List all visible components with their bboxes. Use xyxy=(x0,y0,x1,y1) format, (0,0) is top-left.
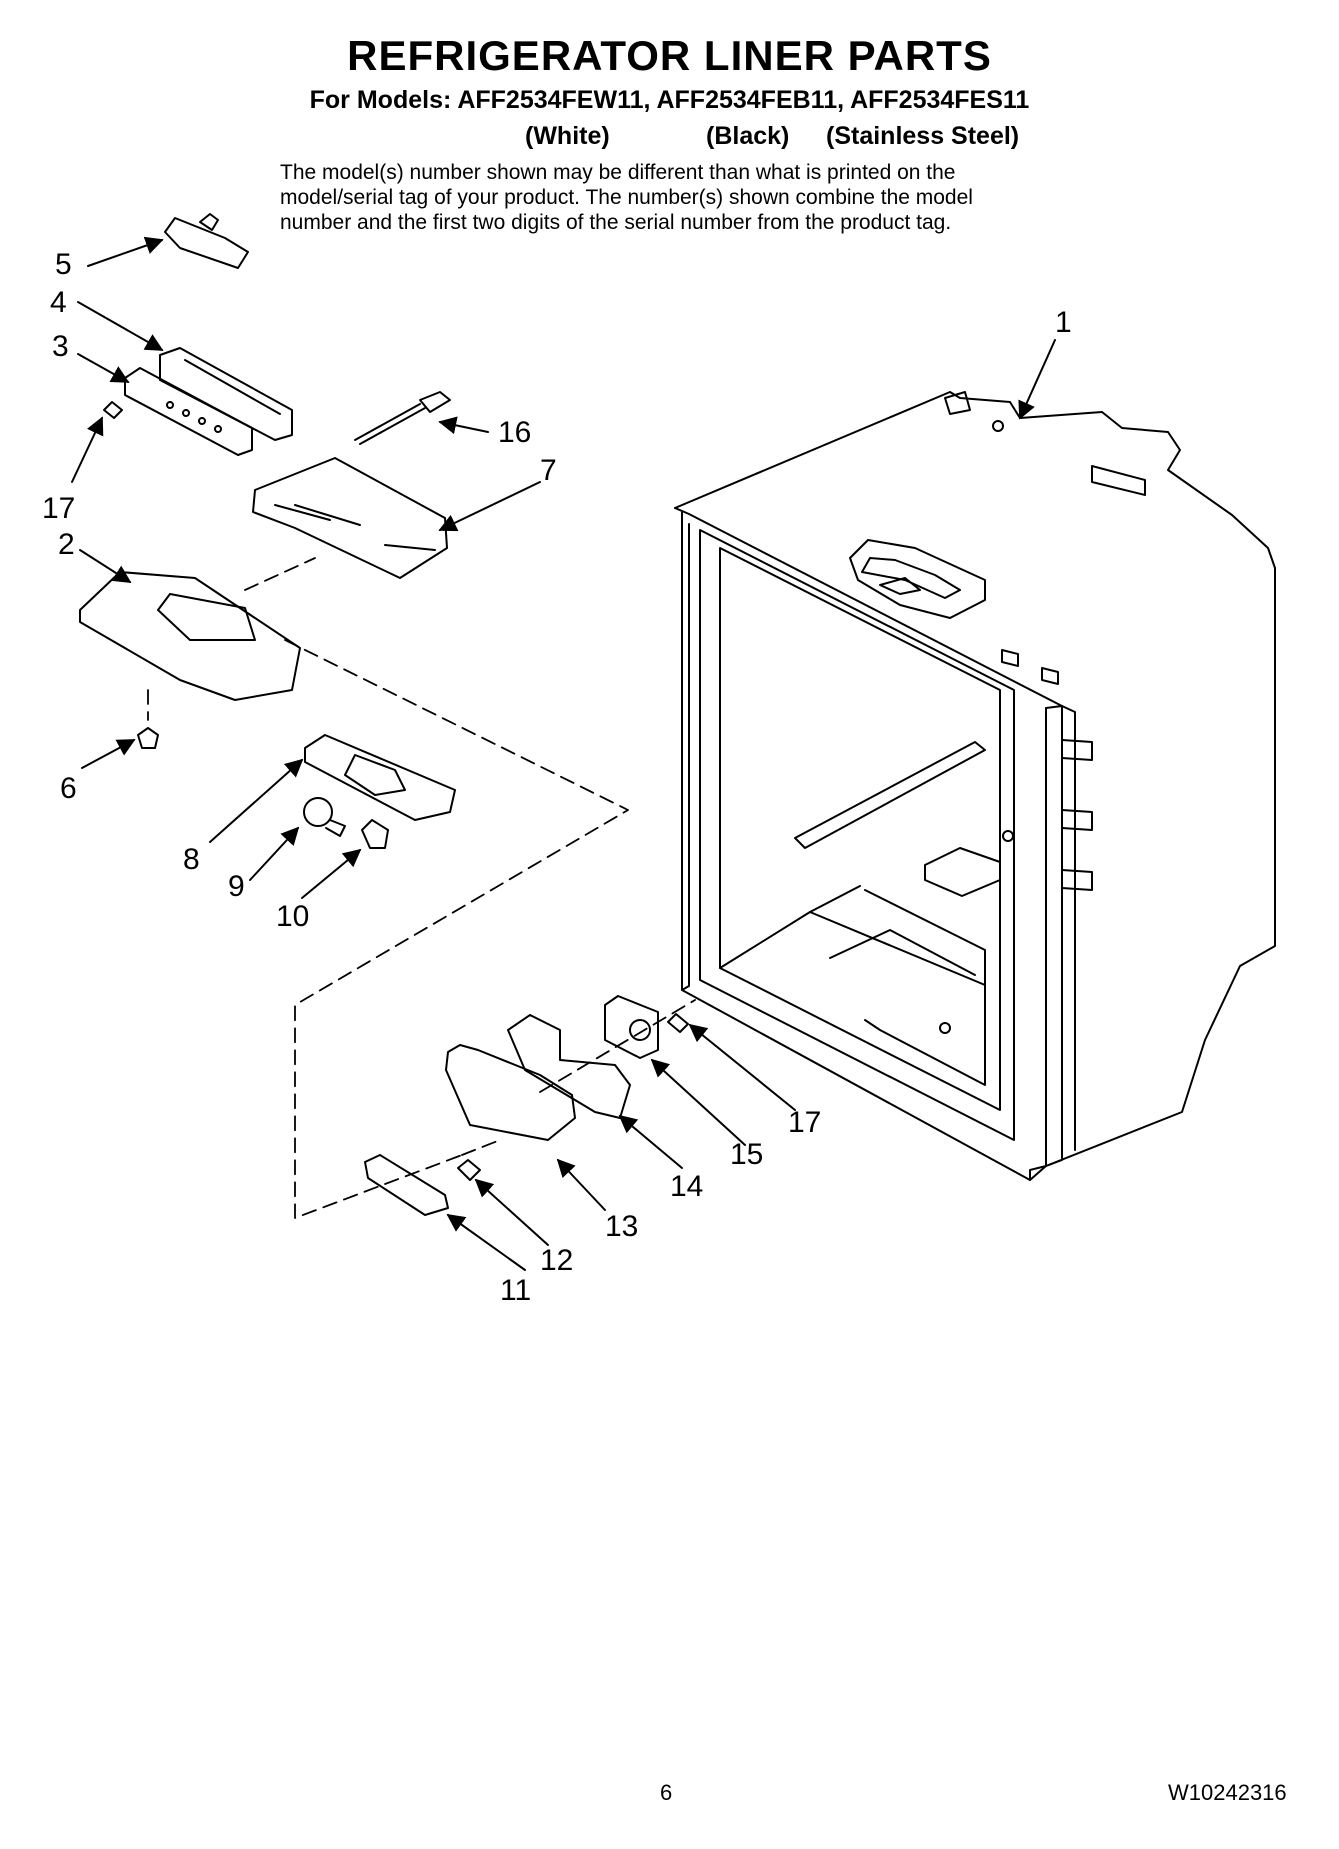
callout-8: 8 xyxy=(183,843,200,876)
part-5-module xyxy=(164,213,249,269)
leader-arrows xyxy=(71,236,1056,1271)
callout-3: 3 xyxy=(52,330,69,363)
note-line: number and the first two digits of the s… xyxy=(280,211,952,234)
variant-stainless: (Stainless Steel) xyxy=(826,122,1020,150)
callout-13: 13 xyxy=(605,1210,639,1243)
part-3-control-board xyxy=(124,367,253,456)
callout-11: 11 xyxy=(500,1274,532,1307)
part-15-motor xyxy=(604,995,659,1059)
part-16-thermistor xyxy=(354,391,451,445)
part-17-screw-bottom xyxy=(667,1013,689,1033)
assembly-dash-lines xyxy=(147,557,696,1219)
part-4-housing xyxy=(159,347,293,441)
part-7-air-tower xyxy=(252,457,448,579)
variant-white: (White) xyxy=(525,122,610,150)
part-12-screw xyxy=(457,1159,481,1181)
part-2-light-housing xyxy=(79,571,301,701)
callout-9: 9 xyxy=(228,870,245,903)
callout-12: 12 xyxy=(540,1244,574,1277)
note-line: The model(s) number shown may be differe… xyxy=(280,161,956,184)
callout-17-bottom: 17 xyxy=(788,1106,822,1139)
callout-6: 6 xyxy=(60,772,77,805)
note-line: model/serial tag of your product. The nu… xyxy=(280,186,973,209)
page-number: 6 xyxy=(660,1780,673,1805)
part-17-screw-top xyxy=(103,401,123,419)
liner-part-1 xyxy=(674,391,1276,1181)
part-6-switch xyxy=(137,727,159,749)
callout-15: 15 xyxy=(730,1138,764,1171)
callout-1: 1 xyxy=(1055,306,1072,339)
callout-16: 16 xyxy=(498,416,532,449)
callout-2: 2 xyxy=(58,528,75,561)
page-title: REFRIGERATOR LINER PARTS xyxy=(347,32,992,79)
callout-14: 14 xyxy=(670,1170,704,1203)
part-11-grille xyxy=(364,1154,449,1216)
callout-7: 7 xyxy=(540,454,557,487)
callout-4: 4 xyxy=(50,286,67,319)
document-number: W10242316 xyxy=(1168,1780,1287,1805)
part-9-bulb xyxy=(303,797,346,837)
part-14-bracket xyxy=(507,1014,631,1119)
part-13-cover xyxy=(445,1044,576,1141)
part-10-socket xyxy=(361,819,389,849)
callout-17-top: 17 xyxy=(42,492,76,525)
model-list: For Models: AFF2534FEW11, AFF2534FEB11, … xyxy=(309,86,1030,114)
callout-10: 10 xyxy=(276,900,310,933)
callout-5: 5 xyxy=(55,248,72,281)
part-8-lens xyxy=(304,734,456,821)
variant-black: (Black) xyxy=(706,122,790,150)
model-note: The model(s) number shown may be differe… xyxy=(280,160,1080,235)
